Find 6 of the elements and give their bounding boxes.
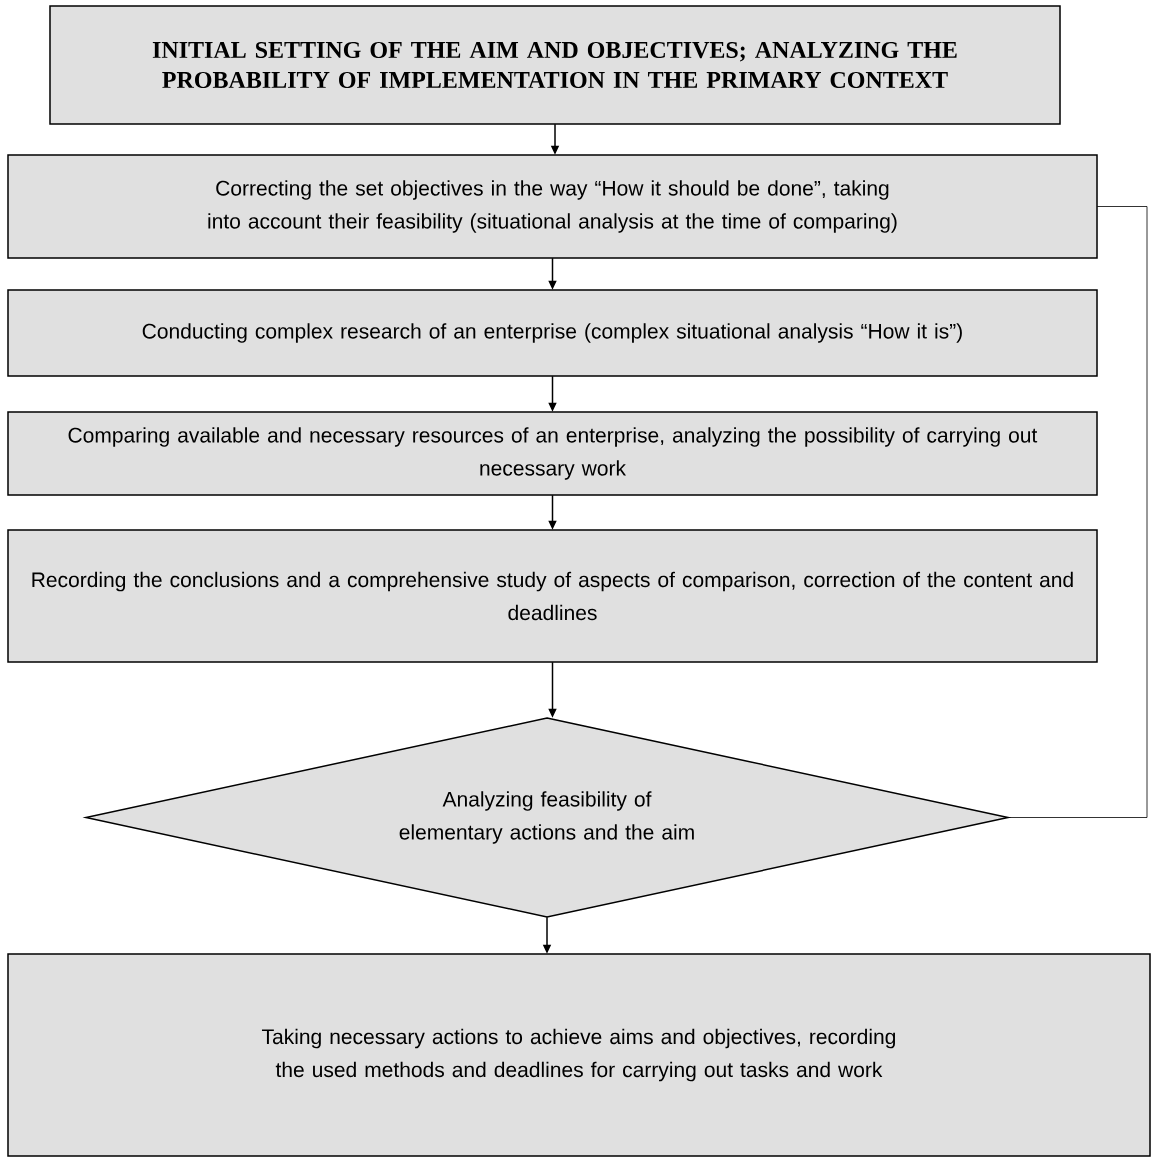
process-box: INITIAL SETTING OF THE AIM AND OBJECTIVES; ANALYZING THE PROBABILITY OF IMPLEMENTATION IN THE PRIMARY CONTEXT: [49, 5, 1061, 125]
process-box: Comparing available and necessary resources of an enterprise, analyzing the possibility of carrying out necessary work: [7, 411, 1098, 496]
process-box: Recording the conclusions and a comprehensive study of aspects of comparison, correction of the content and deadlines: [7, 529, 1098, 663]
process-box: Correcting the set objectives in the way “How it should be done”, taking into account their feasibility (situational analysis at the time of comparing): [7, 154, 1098, 259]
process-box: Taking necessary actions to achieve aims and objectives, recording the used methods and deadlines for carrying out tasks and work: [7, 953, 1151, 1157]
process-box: Conducting complex research of an enterprise (complex situational analysis “How it is”): [7, 289, 1098, 377]
